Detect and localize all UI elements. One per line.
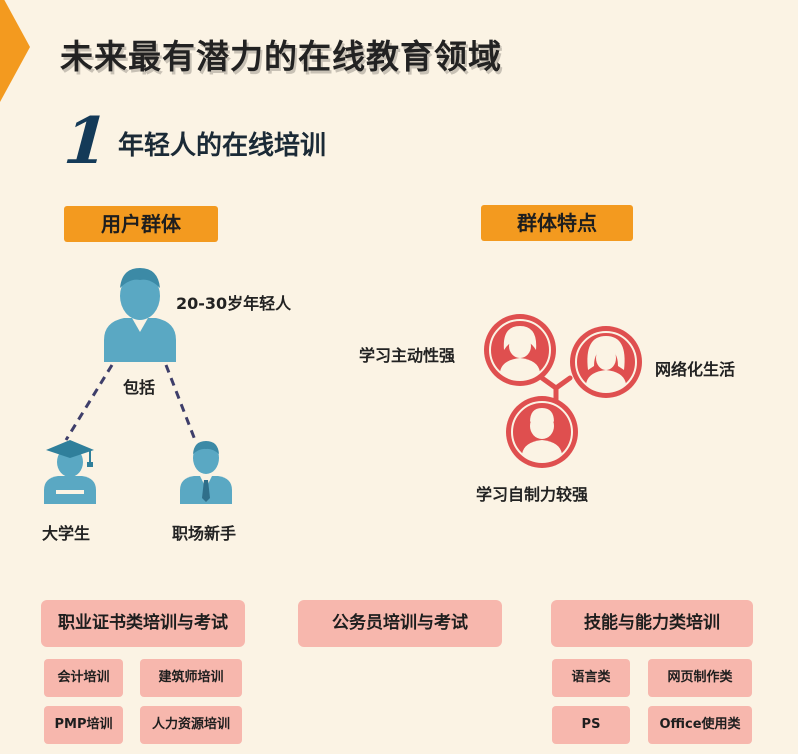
corner-accent [0,0,30,102]
item-architect: 建筑师培训 [140,659,242,697]
newcomer-icon [180,441,232,504]
female-avatar-right-icon [570,326,642,398]
item-office: Office使用类 [648,706,752,744]
trait-online-life-label: 网络化生活 [655,360,736,379]
student-label: 大学生 [42,524,91,543]
category-civil-box: 公务员培训与考试 [298,600,502,647]
trait-self-discipline-label: 学习自制力较强 [476,485,589,504]
trait-initiative-label: 学习主动性强 [359,346,456,365]
item-ps: PS [552,706,630,744]
traits-diagram [484,314,642,468]
includes-label: 包括 [123,378,156,397]
young-person-icon [104,268,176,362]
item-web-design: 网页制作类 [648,659,752,697]
item-pmp: PMP培训 [44,706,123,744]
category-cert-box: 职业证书类培训与考试 [41,600,245,647]
newcomer-label: 职场新手 [172,524,237,543]
section-title: 年轻人的在线培训 [118,131,327,161]
item-hr: 人力资源培训 [140,706,242,744]
male-avatar-icon [506,396,578,468]
tag-group-traits: 群体特点 [481,205,633,241]
female-avatar-left-icon [484,314,556,386]
graduate-icon [44,440,96,504]
item-accounting: 会计培训 [44,659,123,697]
tag-user-group: 用户群体 [64,206,218,242]
page-title: 未来最有潜力的在线教育领域 [60,37,502,76]
item-language: 语言类 [552,659,630,697]
category-skill-box: 技能与能力类培训 [551,600,753,647]
young-people-label: 20-30岁年轻人 [176,294,292,313]
